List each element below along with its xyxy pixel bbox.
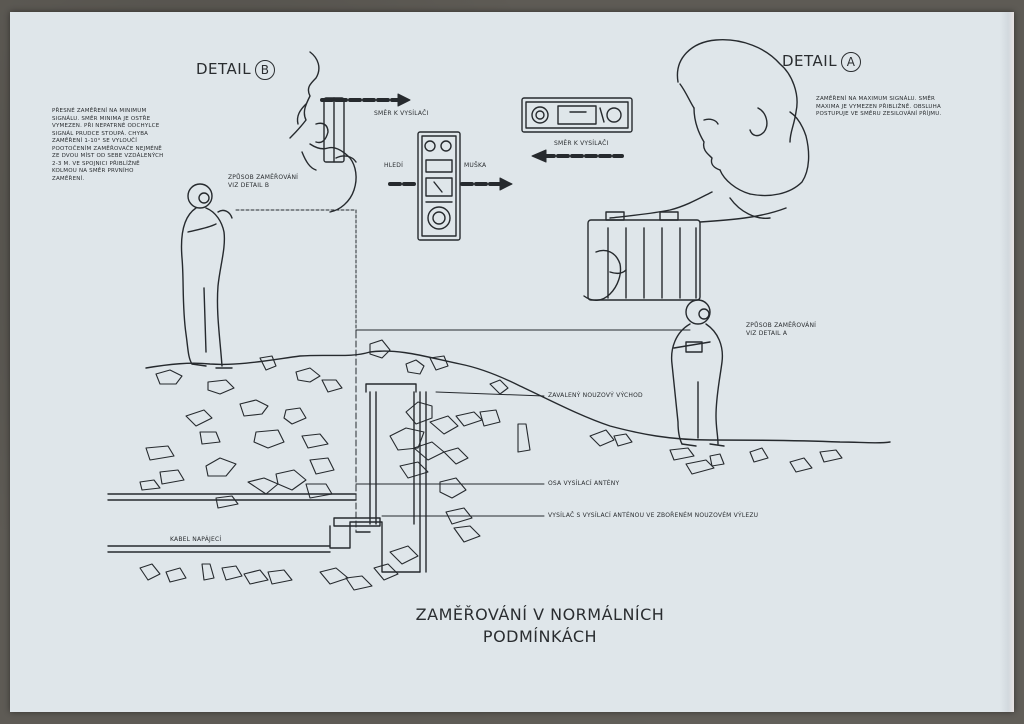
terrain-surface [145,350,891,444]
label-hledi: Hledí [384,162,404,169]
detail-a-radio-unit [521,97,633,133]
label-zpusob-b: Způsob zaměřování viz detail B [228,174,299,189]
direction-arrow-mid [531,149,624,163]
person-b-figure [180,183,233,369]
diagram-drawing [107,39,891,591]
note-right: Zaměření na maximum signálu. Směr maxima… [816,96,942,117]
detail-b-hand-illustration [289,51,357,213]
poster-title: ZAMĚŘOVÁNÍ V NORMÁLNÍCH PODMÍNKÁCH [390,604,690,648]
title-line-2: PODMÍNKÁCH [482,627,598,646]
label-smer-top: Směr k vysílači [374,110,429,117]
direction-finder-instrument [417,131,461,241]
detail-b-text: DETAIL [196,60,252,78]
detail-b-letter: B [255,60,276,80]
label-smer-mid: Směr k vysílači [554,140,609,147]
note-left: Přesné zaměření na minimum signálu. Směr… [52,108,164,182]
label-osa: Osa vysílací antény [548,480,620,487]
direction-arrow-top [320,93,411,107]
title-line-1: ZAMĚŘOVÁNÍ V NORMÁLNÍCH [415,605,665,624]
label-zavaleny: Zavalený nouzový východ [548,392,643,399]
label-zpusob-a: Způsob zaměřování viz detail A [746,322,817,337]
sight-lines [235,209,691,533]
detail-a-text: DETAIL [782,52,838,70]
label-vysilac: Vysílač s vysílací anténou ve zbořeném n… [548,512,759,519]
label-kabel: Kabel napájecí [170,536,222,543]
emergency-exit-shaft [107,383,427,573]
detail-a-receiver-in-hand [583,207,787,301]
person-a-figure [670,299,725,447]
poster-edge [1000,12,1014,712]
label-muska: Muška [464,162,487,169]
detail-a-face-illustration [609,39,810,219]
aim-arrow [388,177,513,191]
rubble-stones [139,339,843,591]
callout-leaders [355,391,545,517]
detail-a-letter: A [841,52,862,72]
